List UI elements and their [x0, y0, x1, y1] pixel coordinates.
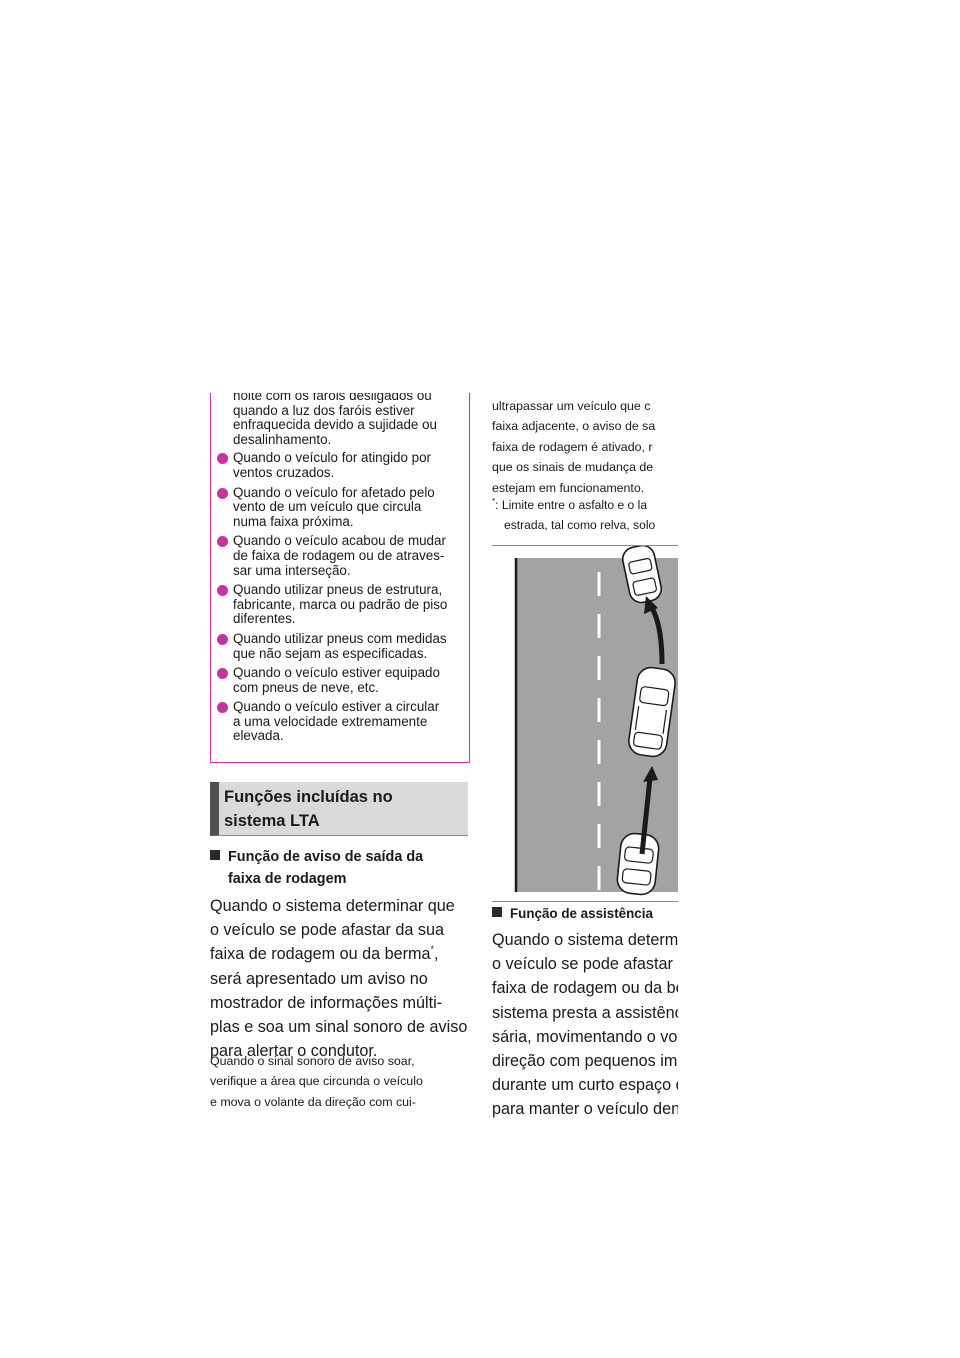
- caution-item-line: Quando o veículo for afetado pelo: [233, 484, 435, 500]
- bullet-dot-icon: [217, 585, 228, 597]
- assist-heading: Função de assistência: [492, 903, 678, 925]
- caution-item-line: ventos cruzados.: [233, 464, 335, 480]
- caution-item-line: fabricante, marca ou padrão de piso: [233, 596, 448, 612]
- section-heading: Funções incluídas no sistema LTA: [210, 782, 468, 836]
- car-icon: [616, 832, 660, 896]
- lane-illustration-svg: [492, 546, 678, 901]
- square-bullet-icon: [492, 907, 502, 917]
- caution-item-line: vento de um veículo que circula: [233, 499, 422, 515]
- caution-item: Quando utilizar pneus de estrutura,fabri…: [217, 583, 463, 627]
- left-column: noite com os faróis desligados ou quando…: [210, 393, 470, 763]
- departure-warning-note: Quando o sinal sonoro de aviso soar, ver…: [210, 1054, 423, 1109]
- caution-item-line: numa faixa próxima.: [233, 513, 354, 529]
- caution-item-line: Quando utilizar pneus com medidas: [233, 630, 447, 646]
- section-heading-text: Funções incluídas no sistema LTA: [224, 788, 393, 830]
- caution-item-line: elevada.: [233, 728, 284, 744]
- caution-item-line: Quando o veículo acabou de mudar: [233, 533, 446, 549]
- right-column-top-text: ultrapassar um veículo que c faixa adjac…: [492, 399, 656, 495]
- caution-item-line: Quando o veículo for atingido por: [233, 450, 432, 466]
- arrow-icon: [639, 777, 653, 855]
- caution-item-line: Quando o veículo estiver a circular: [233, 699, 440, 715]
- caution-item-line: de faixa de rodagem ou de atraves-: [233, 547, 445, 563]
- caution-item-line: diferentes.: [233, 611, 296, 627]
- footnote-marker: *: [430, 944, 434, 955]
- caution-item-line: Quando utilizar pneus de estrutura,: [233, 582, 443, 598]
- lane-illustration: [492, 545, 678, 902]
- caution-item-line: sar uma interseção.: [233, 562, 351, 578]
- arrow-head-icon: [643, 766, 658, 782]
- caution-item-line: a uma velocidade extremamente: [233, 713, 428, 729]
- right-footnote: *: Limite entre o asfalto e o la estrada…: [492, 497, 656, 533]
- caution-item-line: que não sejam as especificadas.: [233, 645, 428, 661]
- bullet-dot-icon: [217, 536, 228, 548]
- caution-box: noite com os faróis desligados ou quando…: [210, 393, 470, 763]
- caution-item-line: Quando o veículo estiver equipado: [233, 665, 440, 681]
- arrow-head-icon: [644, 596, 658, 614]
- bullet-dot-icon: [217, 487, 228, 499]
- assist-body: Quando o sistema determ o veículo se pod…: [492, 931, 678, 1119]
- arrow-icon: [649, 606, 665, 665]
- car-icon: [621, 546, 663, 604]
- car-icon: [628, 666, 676, 758]
- bullet-dot-icon: [217, 453, 228, 465]
- departure-warning-heading: Função de aviso de saída da faixa de rod…: [210, 846, 470, 891]
- bullet-dot-icon: [217, 633, 228, 645]
- bullet-dot-icon: [217, 668, 228, 680]
- caution-continuation: noite com os faróis desligados ou quando…: [233, 393, 437, 447]
- departure-warning-body: Quando o sistema determinar que o veícul…: [210, 897, 468, 1061]
- bullet-dot-icon: [217, 702, 228, 714]
- square-bullet-icon: [210, 850, 220, 860]
- caution-item-line: com pneus de neve, etc.: [233, 679, 379, 695]
